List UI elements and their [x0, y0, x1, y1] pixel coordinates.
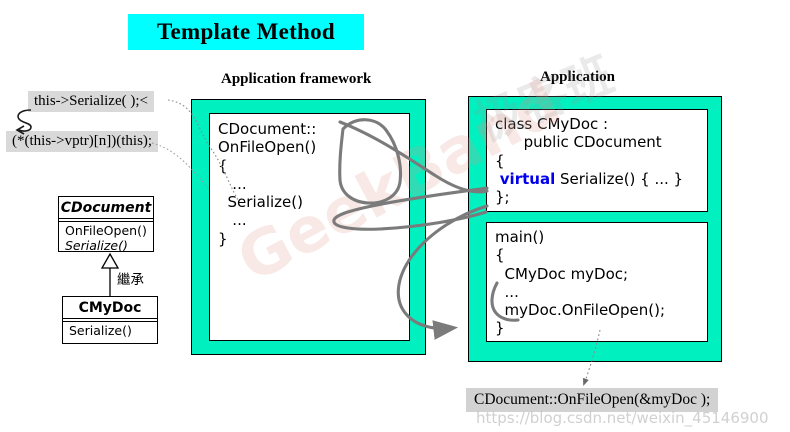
uml-cdocument-name: CDocument [60, 200, 152, 216]
watermark-url: https://blog.csdn.net/weixin_45146900 [476, 409, 769, 427]
uml-divider [59, 218, 153, 222]
title-banner: Template Method [128, 14, 364, 50]
application-main-code: main() { CMyDoc myDoc; ... myDoc.OnFileO… [495, 228, 666, 338]
class-decl-line2: public CDocument [495, 133, 662, 152]
inheritance-arrow [100, 252, 120, 296]
application-main-box: main() { CMyDoc myDoc; ... myDoc.OnFileO… [486, 222, 708, 342]
annotation-vptr-dispatch: (*(this->vptr)[n])(this); [6, 131, 159, 152]
serialize-override: Serialize() { ... } [555, 169, 684, 188]
uml-class-cmydoc: CMyDoc Serialize() [62, 296, 158, 344]
uml-cmydoc-name: CMyDoc [78, 300, 142, 316]
page-title: Template Method [156, 19, 336, 44]
class-decl-line3: { [495, 151, 505, 170]
uml-divider [63, 318, 157, 322]
uml-member: Serialize() [65, 237, 128, 253]
class-decl-line1: class CMyDoc : [495, 115, 609, 133]
heading-application: Application [540, 69, 616, 85]
annotation-serialize-call: this->Serialize( );< [28, 91, 154, 112]
virtual-keyword: virtual [499, 169, 556, 188]
application-class-code: class CMyDoc : public CDocument { virtua… [495, 115, 683, 206]
uml-member: OnFileOpen() [65, 223, 147, 238]
uml-member: Serialize() [69, 323, 132, 338]
class-decl-line5: }; [495, 188, 510, 207]
uml-cdocument-members: OnFileOpen() Serialize() [59, 222, 153, 254]
heading-application-framework: Application framework [221, 71, 372, 87]
inheritance-label: 繼承 [117, 272, 144, 288]
application-class-box: class CMyDoc : public CDocument { virtua… [486, 109, 708, 212]
annotation-onfileopen-call: CDocument::OnFileOpen(&myDoc ); [466, 388, 719, 412]
uml-class-cdocument: CDocument OnFileOpen() Serialize() [58, 196, 154, 254]
uml-cmydoc-members: Serialize() [63, 322, 157, 339]
